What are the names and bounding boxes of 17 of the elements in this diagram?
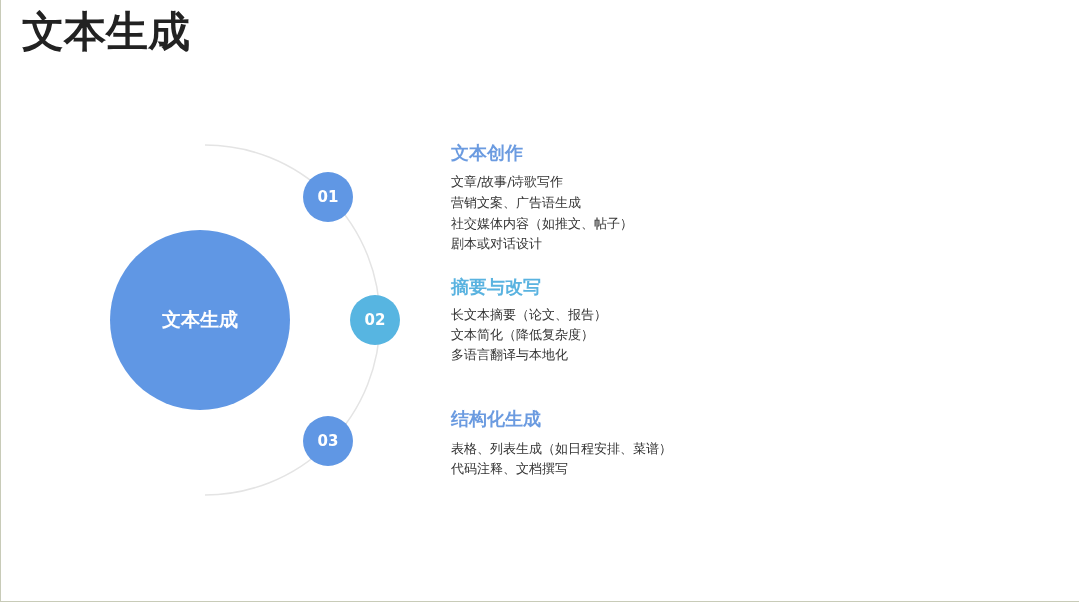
section-heading: 结构化生成 bbox=[451, 407, 541, 431]
bullet-text: 代码注释、文档撰写 bbox=[451, 460, 568, 478]
topic-label: 文本生成 bbox=[162, 307, 238, 332]
bullet-text: 文本简化（降低复杂度） bbox=[451, 326, 594, 344]
section-heading: 文本创作 bbox=[451, 141, 523, 165]
bullet-text: 营销文案、广告语生成 bbox=[451, 194, 581, 212]
bullet-text: 长文本摘要（论文、报告） bbox=[451, 306, 607, 324]
bullet-text: 多语言翻译与本地化 bbox=[451, 346, 568, 364]
step-number: 01 bbox=[317, 188, 339, 206]
step-number: 03 bbox=[317, 432, 339, 450]
page-title: 文本生成 bbox=[22, 6, 190, 58]
bullet-text: 剧本或对话设计 bbox=[451, 235, 542, 253]
section-heading: 摘要与改写 bbox=[451, 275, 541, 299]
bullet-text: 社交媒体内容（如推文、帖子） bbox=[451, 215, 633, 233]
bullet-text: 文章/故事/诗歌写作 bbox=[451, 173, 564, 191]
step-number: 02 bbox=[364, 311, 386, 329]
bullet-text: 表格、列表生成（如日程安排、菜谱） bbox=[451, 440, 672, 458]
